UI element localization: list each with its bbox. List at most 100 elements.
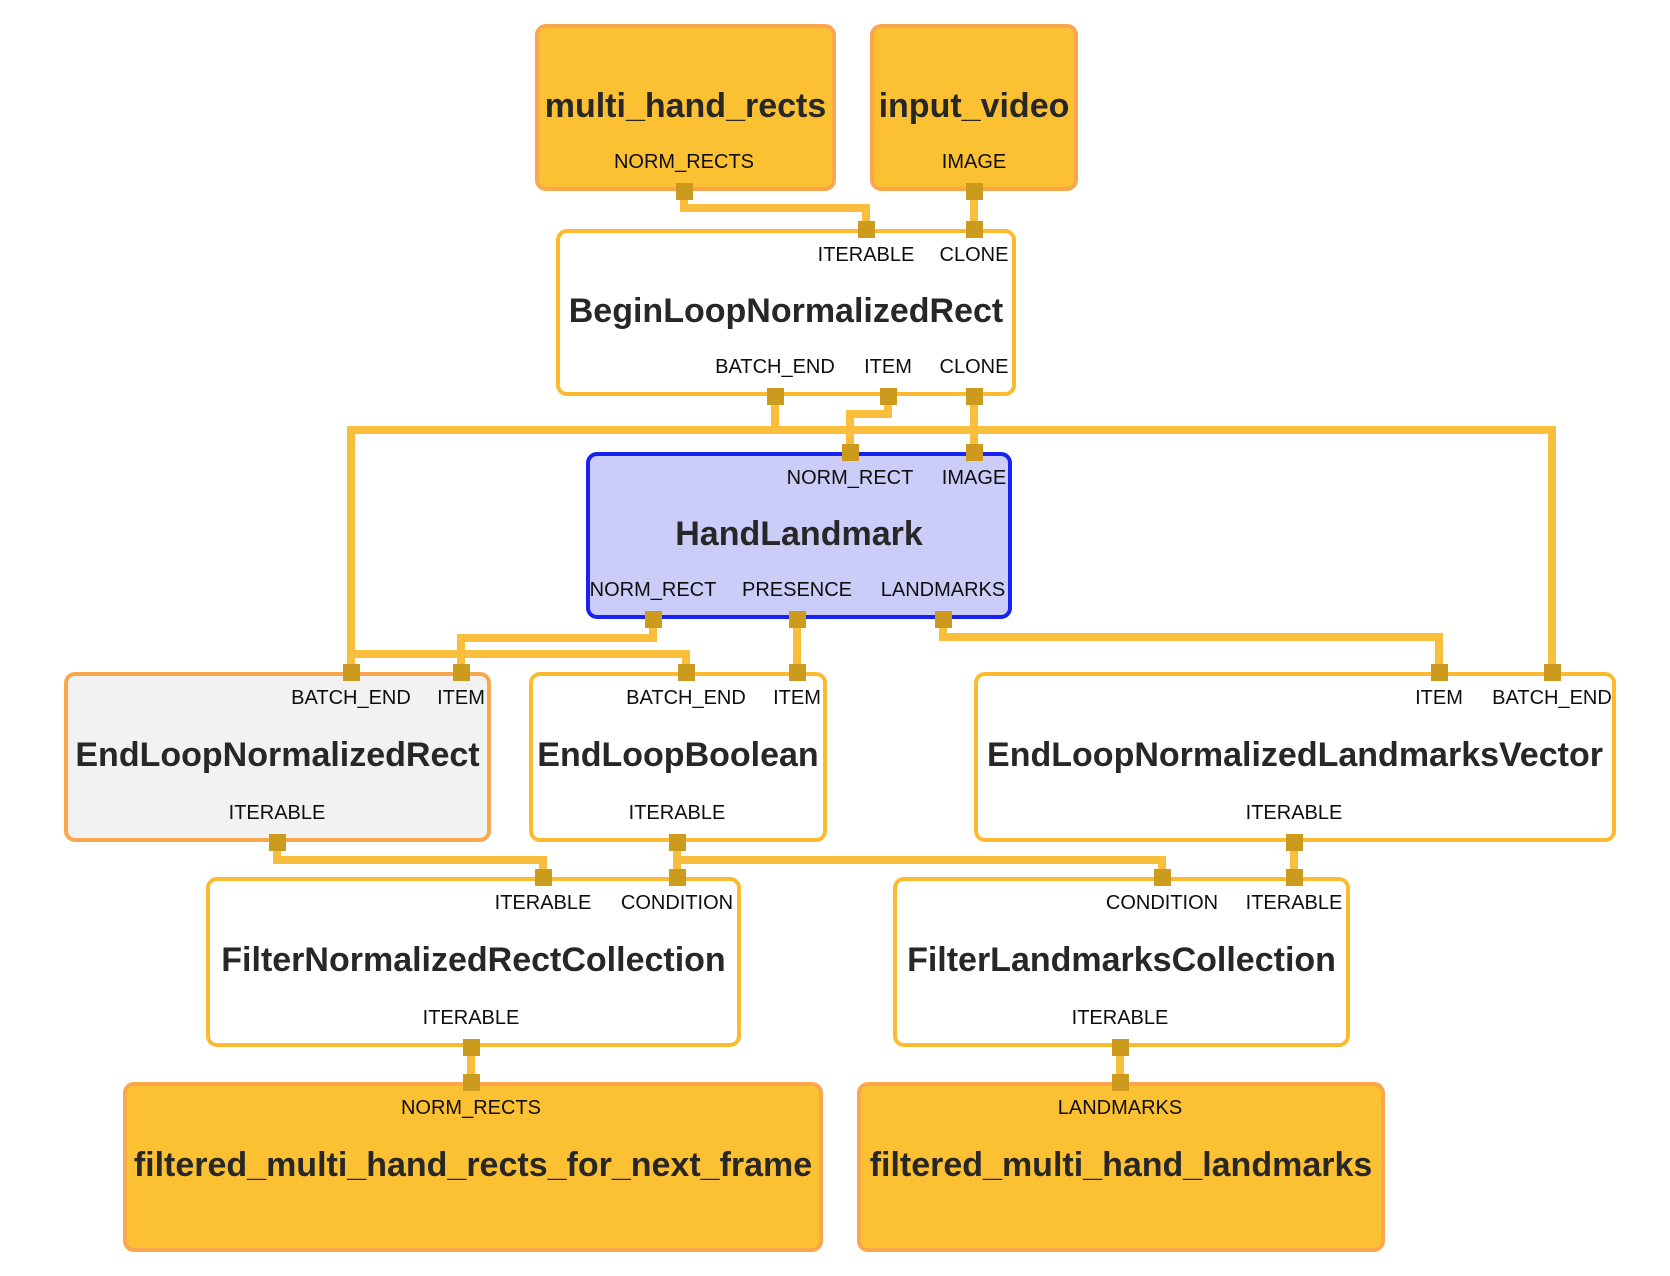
node-hand-landmark-title: HandLandmark [675, 514, 923, 553]
edge-wire-segment [673, 856, 1166, 864]
port-connector [965, 182, 983, 200]
node-end-loop-normalized-landmarks-vector-output-port-iterable: ITERABLE [1245, 802, 1343, 824]
edge-wire-segment [939, 615, 947, 641]
node-end-loop-normalized-rect-output-port-iterable: ITERABLE [228, 802, 326, 824]
port-connector [1153, 868, 1171, 886]
port-connector [857, 220, 875, 238]
port-connector [965, 387, 983, 405]
node-end-loop-normalized-rect-title: EndLoopNormalizedRect [75, 735, 480, 774]
node-filter-landmarks-collection[interactable]: FilterLandmarksCollection CONDITION ITERAB… [893, 877, 1350, 1047]
node-hand-landmark-input-port-norm_rect: NORM_RECT [786, 467, 914, 489]
node-filter-normalized-rect-collection-output-port-iterable: ITERABLE [422, 1007, 520, 1029]
node-filter-landmarks-collection-output-port-iterable: ITERABLE [1071, 1007, 1169, 1029]
edge-wire-segment [846, 410, 892, 418]
node-begin-loop-normalized-rect-input-port-iterable: ITERABLE [817, 244, 915, 266]
node-end-loop-normalized-landmarks-vector-input-port-item: ITEM [1415, 687, 1463, 709]
edge-wire-segment [347, 426, 1556, 434]
node-filter-landmarks-collection-input-port-iterable: ITERABLE [1245, 892, 1343, 914]
node-filter-normalized-rect-collection-title: FilterNormalizedRectCollection [221, 940, 726, 979]
edge-wire-segment [682, 650, 690, 676]
edge-wire-segment [649, 615, 657, 642]
port-connector [965, 443, 983, 461]
edge-wire-segment [1116, 1043, 1124, 1086]
node-begin-loop-normalized-rect-output-port-batch_end: BATCH_END [715, 356, 835, 378]
node-begin-loop-normalized-rect-output-port-item: ITEM [864, 356, 912, 378]
node-begin-loop-normalized-rect[interactable]: BeginLoopNormalizedRect ITERABLE CLONE BATC… [556, 229, 1016, 396]
node-end-loop-normalized-landmarks-vector-title: EndLoopNormalizedLandmarksVector [987, 735, 1603, 774]
port-connector [462, 1073, 480, 1091]
port-connector [1285, 833, 1303, 851]
port-connector [677, 663, 695, 681]
port-connector [644, 610, 662, 628]
node-hand-landmark-input-port-image: IMAGE [941, 467, 1007, 489]
edge-wire-segment [273, 856, 547, 864]
edge-wire-segment [347, 426, 355, 676]
node-end-loop-boolean[interactable]: EndLoopBoolean BATCH_END ITEM ITERABLE [529, 672, 827, 842]
node-end-loop-normalized-rect-input-port-item: ITEM [437, 687, 485, 709]
edge-wire-segment [457, 634, 657, 642]
edge-wire-segment [457, 634, 465, 676]
edge-wire-segment [1290, 838, 1298, 881]
port-connector [268, 833, 286, 851]
port-connector [766, 387, 784, 405]
node-end-loop-normalized-landmarks-vector-input-port-batch_end: BATCH_END [1492, 687, 1612, 709]
node-end-loop-boolean-input-port-batch_end: BATCH_END [626, 687, 746, 709]
port-connector [675, 182, 693, 200]
node-end-loop-normalized-rect-input-port-batch_end: BATCH_END [291, 687, 411, 709]
edge-wire-segment [273, 838, 281, 864]
node-filtered-multi-hand-landmarks-input-port-landmarks: LANDMARKS [1057, 1097, 1183, 1119]
node-input-video-output-port-image: IMAGE [941, 151, 1007, 173]
node-multi-hand-rects-title: multi_hand_rects [544, 86, 827, 125]
node-begin-loop-normalized-rect-input-port-clone: CLONE [939, 244, 1009, 266]
port-connector [965, 220, 983, 238]
edge-wire-segment [970, 392, 978, 456]
port-connector [668, 868, 686, 886]
port-connector [1111, 1073, 1129, 1091]
node-filtered-multi-hand-rects-for-next-frame-input-port-norm_rects: NORM_RECTS [400, 1097, 542, 1119]
node-end-loop-normalized-rect[interactable]: EndLoopNormalizedRect BATCH_END ITEM ITERAB… [64, 672, 491, 842]
edge-wire-segment [1548, 426, 1556, 676]
node-begin-loop-normalized-rect-output-port-clone: CLONE [939, 356, 1009, 378]
node-end-loop-boolean-title: EndLoopBoolean [537, 735, 819, 774]
edge-wire-segment [467, 1043, 475, 1086]
port-connector [452, 663, 470, 681]
port-connector [841, 443, 859, 461]
node-filtered-multi-hand-landmarks[interactable]: filtered_multi_hand_landmarks LANDMARKS [857, 1082, 1385, 1252]
node-hand-landmark-output-port-norm_rect: NORM_RECT [589, 579, 717, 601]
port-connector [534, 868, 552, 886]
edge-wire-segment [939, 633, 1443, 641]
node-filter-landmarks-collection-title: FilterLandmarksCollection [907, 940, 1336, 979]
node-filter-normalized-rect-collection-input-port-iterable: ITERABLE [494, 892, 592, 914]
node-input-video-title: input_video [878, 86, 1070, 125]
node-filter-landmarks-collection-input-port-condition: CONDITION [1105, 892, 1219, 914]
node-filtered-multi-hand-rects-for-next-frame[interactable]: filtered_multi_hand_rects_for_next_frame… [123, 1082, 823, 1252]
port-connector [1285, 868, 1303, 886]
node-end-loop-boolean-input-port-item: ITEM [773, 687, 821, 709]
port-connector [1543, 663, 1561, 681]
edge-wire-segment [970, 187, 978, 233]
node-multi-hand-rects-output-port-norm_rects: NORM_RECTS [613, 151, 755, 173]
node-end-loop-boolean-output-port-iterable: ITERABLE [628, 802, 726, 824]
edge-wire-segment [680, 187, 688, 212]
node-begin-loop-normalized-rect-title: BeginLoopNormalizedRect [568, 291, 1004, 330]
port-connector [342, 663, 360, 681]
port-connector [462, 1038, 480, 1056]
edge-wire-segment [680, 204, 870, 212]
edge-wire-segment [884, 392, 892, 418]
node-filter-normalized-rect-collection-input-port-condition: CONDITION [620, 892, 734, 914]
port-connector [788, 663, 806, 681]
edge-wire-segment [846, 410, 854, 456]
port-connector [1111, 1038, 1129, 1056]
node-hand-landmark-output-port-presence: PRESENCE [741, 579, 853, 601]
edge-wire-segment [793, 615, 801, 676]
port-connector [1430, 663, 1448, 681]
node-end-loop-normalized-landmarks-vector[interactable]: EndLoopNormalizedLandmarksVector ITEM BATC… [974, 672, 1616, 842]
node-filtered-multi-hand-landmarks-title: filtered_multi_hand_landmarks [869, 1145, 1373, 1184]
port-connector [668, 833, 686, 851]
port-connector [934, 610, 952, 628]
